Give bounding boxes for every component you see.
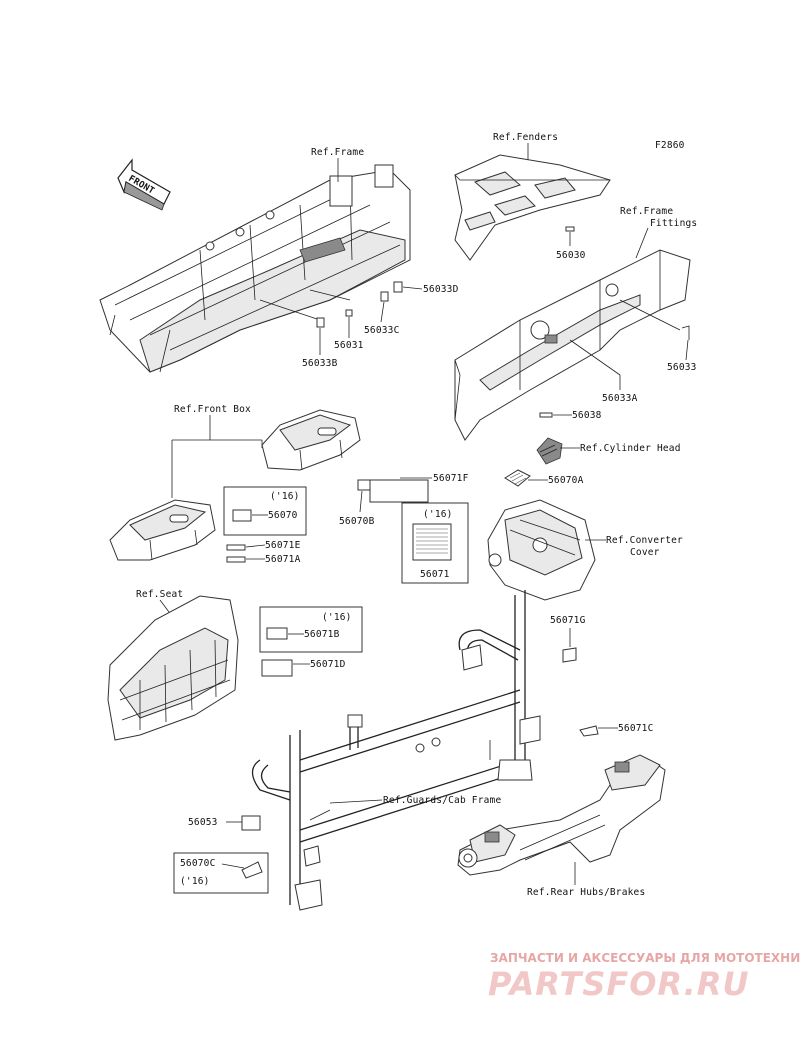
- label-56038-shape: [539, 412, 553, 418]
- ref-rear-hubs-label: Ref.Rear Hubs/Brakes: [527, 887, 645, 898]
- part-56071E: 56071E: [265, 540, 301, 551]
- part-56033D: 56033D: [423, 284, 459, 295]
- label-56033D-shape: [393, 281, 403, 293]
- label-56071G-shape: [562, 647, 577, 663]
- ref-cylinder-head-label: Ref.Cylinder Head: [580, 443, 681, 454]
- label-56070C-shape: [241, 861, 263, 879]
- watermark-line-1: ЗАПЧАСТИ И АКСЕССУАРЫ ДЛЯ МОТОТЕХНИКИ: [490, 951, 800, 965]
- label-56033C-shape: [380, 291, 389, 302]
- ref-frame-fittings-label-1: Ref.Frame: [620, 206, 673, 217]
- part-56071: 56071: [420, 569, 450, 580]
- ref-converter-label-1: Ref.Converter: [606, 535, 683, 546]
- label-56030-shape: [565, 226, 575, 232]
- year-note-1: ('16): [270, 491, 300, 502]
- ref-front-box-label: Ref.Front Box: [174, 404, 251, 415]
- part-56070B: 56070B: [339, 516, 375, 527]
- part-56033C: 56033C: [364, 325, 400, 336]
- ref-frame-fittings-label-2: Fittings: [650, 218, 697, 229]
- frame-drawing: [99, 164, 411, 373]
- rear-hubs-drawing: [457, 754, 666, 876]
- part-56071A: 56071A: [265, 554, 301, 565]
- front-box-lower-drawing: [109, 499, 216, 561]
- year-note-4: ('16): [180, 876, 210, 887]
- part-56033B: 56033B: [302, 358, 338, 369]
- year-note-3: ('16): [322, 612, 352, 623]
- year-note-2: ('16): [423, 509, 453, 520]
- guards-cab-frame-drawing: [251, 590, 541, 911]
- part-56071G: 56071G: [550, 615, 586, 626]
- label-56070B-shape: [357, 479, 371, 491]
- converter-cover-drawing: [487, 499, 596, 601]
- part-56071F: 56071F: [433, 473, 469, 484]
- part-56030: 56030: [556, 250, 586, 261]
- cylinder-head-shape: [536, 437, 563, 465]
- frame-fittings-drawing: [454, 249, 691, 441]
- label-56071F-shape: [369, 479, 429, 503]
- part-56031: 56031: [334, 340, 364, 351]
- label-56071C-shape: [579, 725, 599, 737]
- label-56071E-shape: [226, 544, 246, 551]
- front-arrow-icon: FRONT: [117, 158, 171, 211]
- label-56071B-shape: [266, 627, 288, 640]
- ref-frame-label: Ref.Frame: [311, 147, 364, 158]
- label-56033B-shape: [316, 317, 325, 328]
- front-box-upper-drawing: [261, 409, 361, 471]
- ref-seat-label: Ref.Seat: [136, 589, 183, 600]
- note-box-56071: [401, 502, 469, 584]
- label-56071A-shape: [226, 556, 246, 563]
- part-56038: 56038: [572, 410, 602, 421]
- ref-guards-label: Ref.Guards/Cab Frame: [383, 795, 501, 806]
- part-56033A: 56033A: [602, 393, 638, 404]
- part-56070C: 56070C: [180, 858, 216, 869]
- ref-converter-label-2: Cover: [630, 547, 660, 558]
- part-56071C: 56071C: [618, 723, 654, 734]
- fenders-drawing: [454, 154, 611, 261]
- label-56053-shape: [241, 815, 261, 831]
- note-box-56070C: [173, 852, 269, 894]
- part-56070A: 56070A: [548, 475, 584, 486]
- label-56071-shape: [412, 523, 452, 561]
- watermark-logo: ЗАПЧАСТИ И АКСЕССУАРЫ ДЛЯ МОТОТЕХНИКИ PA…: [488, 951, 800, 1003]
- part-56070: 56070: [268, 510, 298, 521]
- seat-drawing: [107, 595, 239, 741]
- part-56053: 56053: [188, 817, 218, 828]
- label-56070-shape: [232, 509, 252, 522]
- note-box-56070: [223, 486, 307, 536]
- watermark-line-2: PARTSFOR.RU: [488, 965, 749, 1003]
- part-56033: 56033: [667, 362, 697, 373]
- ref-fenders-label: Ref.Fenders: [493, 132, 558, 143]
- label-56031-shape: [345, 309, 353, 317]
- figure-code: F2860: [655, 140, 685, 151]
- part-56071D: 56071D: [310, 659, 346, 670]
- note-box-56071B: [259, 606, 363, 653]
- part-56071B: 56071B: [304, 629, 340, 640]
- label-56071D-shape: [261, 659, 293, 677]
